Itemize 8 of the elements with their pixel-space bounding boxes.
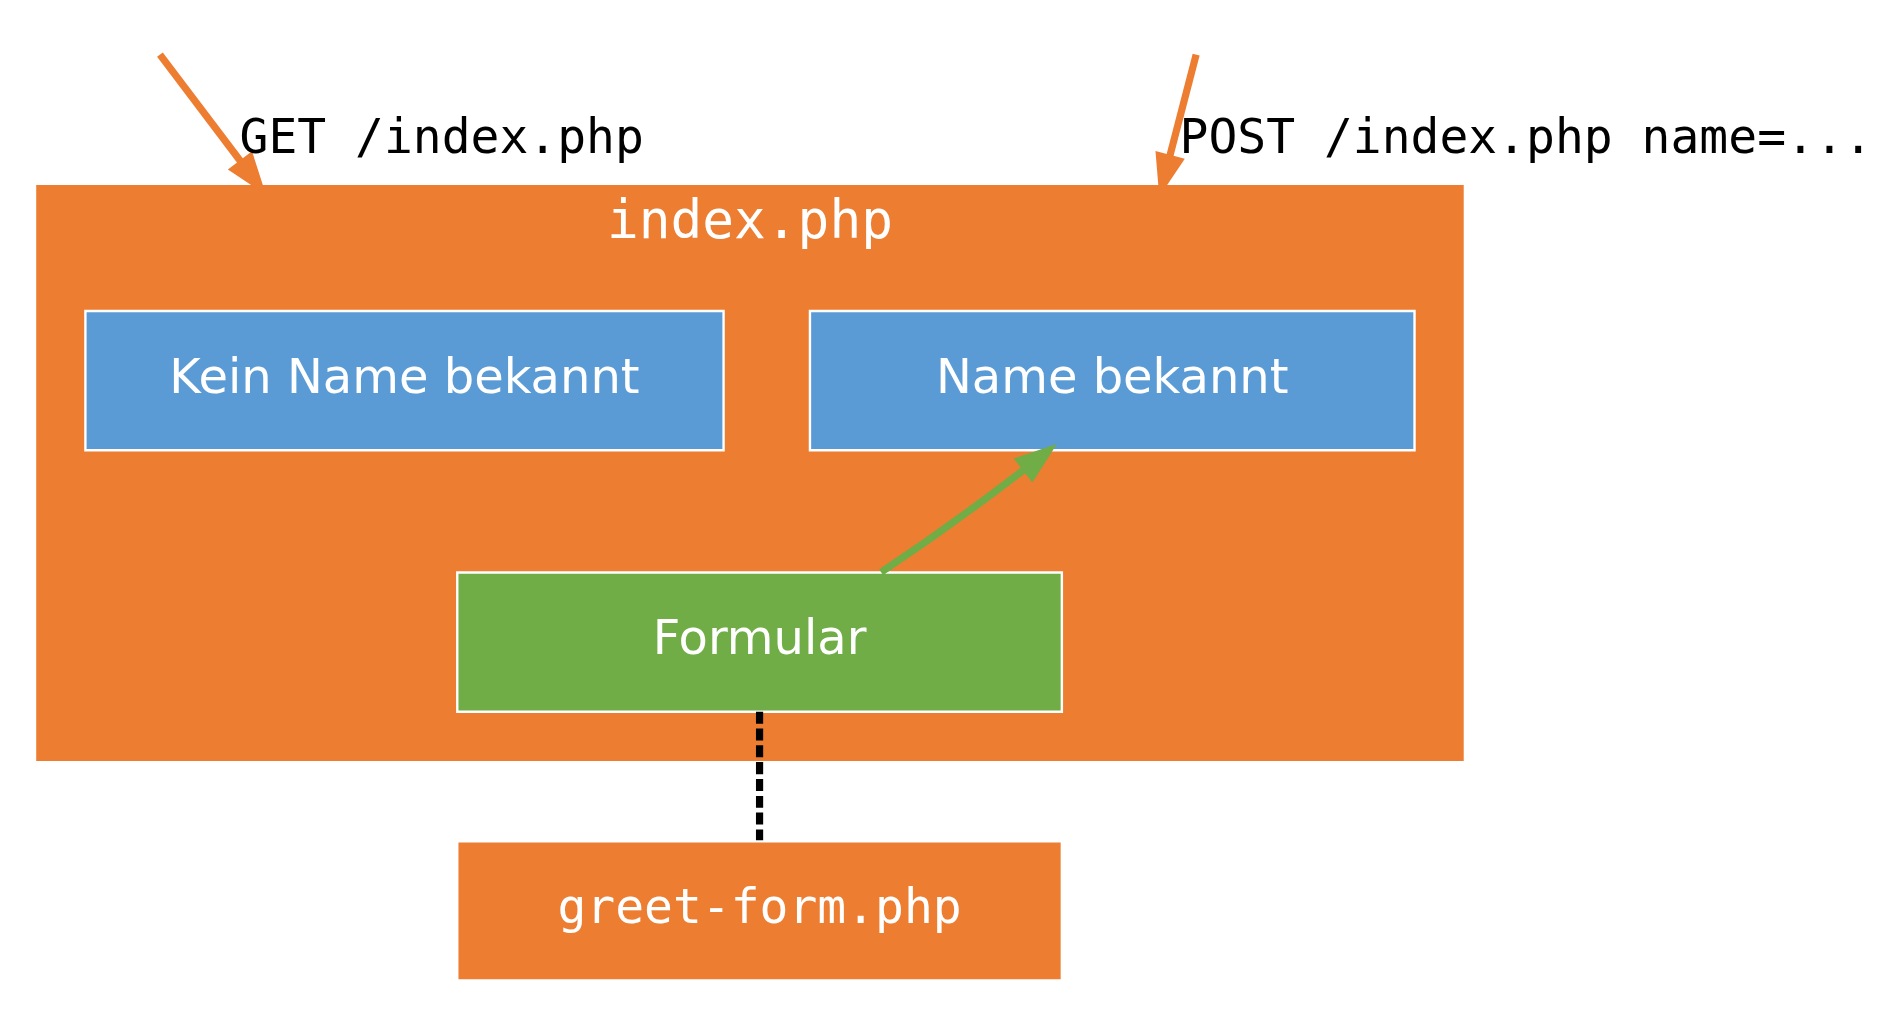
node-box: greet-form.php — [456, 840, 1064, 982]
connector — [755, 711, 764, 841]
node-box: Formular — [456, 571, 1064, 713]
edge-label: POST /index.php name=... — [1179, 107, 1873, 164]
node-box: Name bekannt — [808, 309, 1416, 452]
arrow — [879, 443, 1058, 576]
edge-label: GET /index.php — [239, 107, 644, 164]
node-box: Kein Name bekannt — [84, 309, 725, 452]
